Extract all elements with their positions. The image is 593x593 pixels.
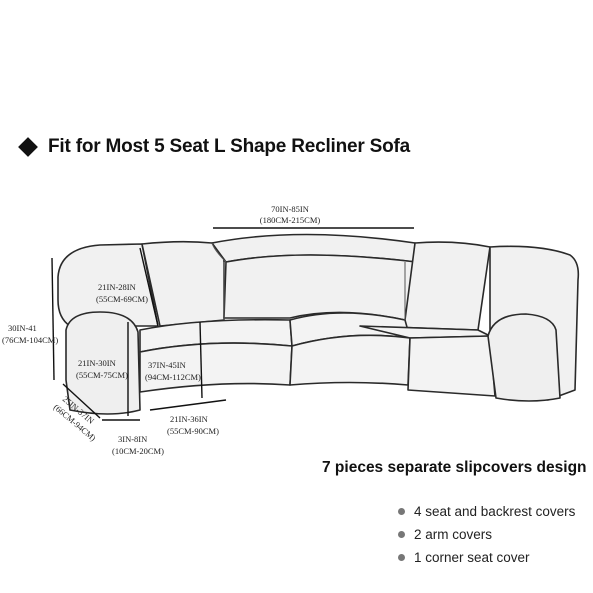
left-arm bbox=[65, 311, 141, 415]
back-height-line bbox=[139, 247, 159, 327]
overall-height-cm: (76CM-104CM) bbox=[2, 335, 58, 345]
arm-height-in: 21IN-30IN bbox=[78, 358, 116, 368]
seat-width-line bbox=[149, 399, 227, 411]
seat-width-cm: (55CM-90CM) bbox=[167, 426, 219, 436]
arm-width-in: 3IN-8IN bbox=[118, 434, 147, 444]
list-item: 2 arm covers bbox=[398, 523, 575, 546]
corner-backrest bbox=[223, 254, 417, 321]
list-item: 4 seat and backrest covers bbox=[398, 500, 575, 523]
total-width-cm: (180CM-215CM) bbox=[260, 215, 321, 225]
overall-height-in: 30IN-41 bbox=[8, 323, 37, 333]
right-arm bbox=[487, 313, 561, 402]
seat-depth-in: 37IN-45IN bbox=[148, 360, 186, 370]
arm-height-cm: (55CM-75CM) bbox=[76, 370, 128, 380]
seat-depth-cm: (94CM-112CM) bbox=[145, 372, 201, 382]
feature-list: 4 seat and backrest covers 2 arm covers … bbox=[398, 500, 575, 569]
feature-label: 4 seat and backrest covers bbox=[414, 504, 576, 519]
title-row: Fit for Most 5 Seat L Shape Recliner Sof… bbox=[18, 136, 410, 158]
dot-bullet-icon bbox=[398, 531, 405, 538]
sofa-illustration: 70IN-85IN (180CM-215CM) 21IN-28IN (55CM-… bbox=[2, 204, 580, 456]
feature-label: 2 arm covers bbox=[414, 527, 493, 542]
right-seat-front bbox=[407, 335, 496, 397]
arm-depth-line bbox=[62, 383, 101, 419]
page-title: Fit for Most 5 Seat L Shape Recliner Sof… bbox=[48, 136, 411, 157]
dot-bullet-icon bbox=[398, 554, 405, 561]
seat-width-in: 21IN-36IN bbox=[170, 414, 208, 424]
back-height-cm: (55CM-69CM) bbox=[96, 294, 148, 304]
diamond-bullet-icon bbox=[18, 137, 38, 157]
arm-width-cm: (10CM-20CM) bbox=[112, 446, 164, 456]
seat-depth-line bbox=[199, 321, 203, 399]
back-height-in: 21IN-28IN bbox=[98, 282, 136, 292]
dot-bullet-icon bbox=[398, 508, 405, 515]
corner-seat-front bbox=[289, 334, 411, 386]
list-item: 1 corner seat cover bbox=[398, 546, 575, 569]
feature-label: 1 corner seat cover bbox=[414, 550, 530, 565]
total-width-in: 70IN-85IN bbox=[271, 204, 309, 214]
slipcover-subtitle: 7 pieces separate slipcovers design bbox=[322, 459, 587, 476]
overall-height-line bbox=[51, 257, 55, 381]
